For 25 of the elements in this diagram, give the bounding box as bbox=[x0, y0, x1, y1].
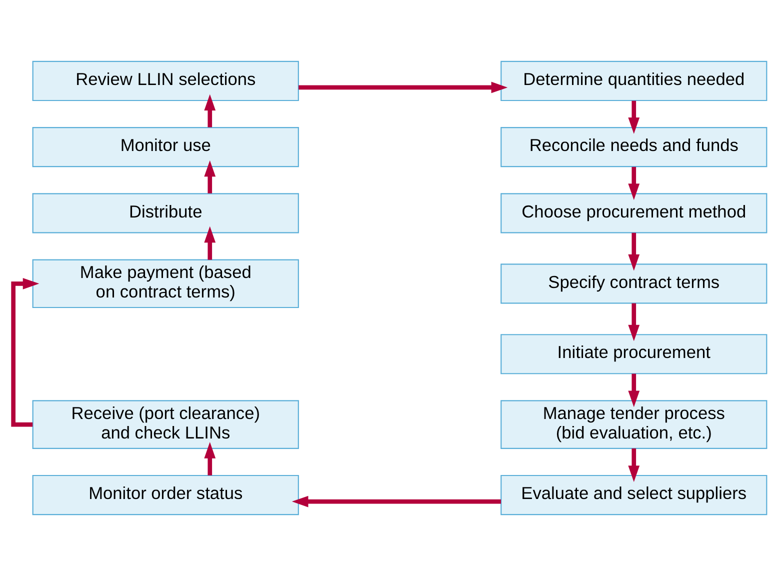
node-box: Monitor use bbox=[32, 127, 298, 168]
node-box: Specify contract terms bbox=[500, 264, 767, 304]
arrow bbox=[628, 232, 640, 271]
arrow bbox=[298, 82, 508, 94]
node-box: Manage tender process (bid evaluation, etc.) bbox=[500, 400, 767, 449]
node-box: Determine quantities needed bbox=[500, 60, 767, 102]
node-box: Receive (port clearance) and check LLINs bbox=[32, 400, 298, 449]
arrow bbox=[204, 160, 216, 194]
node-box: Monitor order status bbox=[32, 474, 298, 516]
node-box: Choose procurement method bbox=[500, 193, 767, 234]
arrow bbox=[628, 100, 640, 134]
node-box: Distribute bbox=[32, 193, 298, 234]
arrow bbox=[204, 94, 216, 128]
arrow bbox=[628, 166, 640, 200]
arrow bbox=[291, 496, 500, 508]
node-box: Reconcile needs and funds bbox=[500, 127, 767, 168]
node-box: Evaluate and select suppliers bbox=[500, 474, 767, 516]
arrow bbox=[204, 442, 216, 476]
node-box: Review LLIN selections bbox=[32, 60, 298, 102]
arrow bbox=[628, 303, 640, 342]
arrow bbox=[204, 226, 216, 260]
node-box: Initiate procurement bbox=[500, 334, 767, 374]
arrow bbox=[628, 448, 640, 482]
node-box: Make payment (based on contract terms) bbox=[32, 259, 298, 308]
arrow bbox=[628, 374, 640, 408]
